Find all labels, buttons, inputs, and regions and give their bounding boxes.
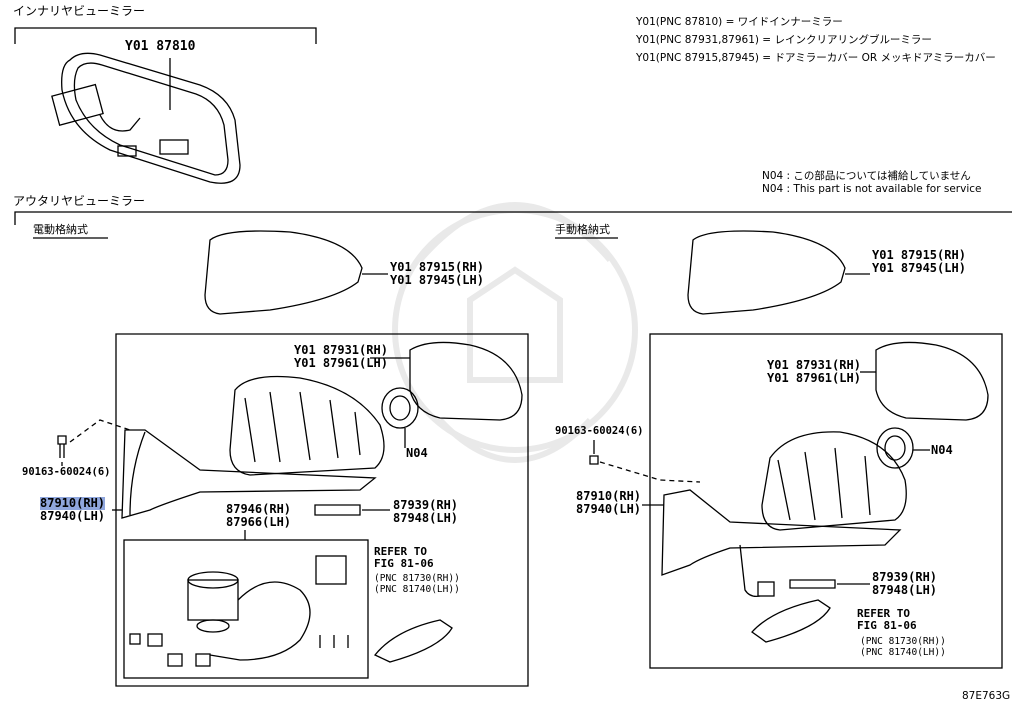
left-assembly-box — [115, 333, 529, 687]
label-right-refer-pnc[interactable]: (PNC 81730(RH)) (PNC 81740(LH)) — [860, 636, 946, 658]
label-right-lamp[interactable]: 87939(RH) 87948(LH) — [872, 570, 938, 597]
right-mirror-cover — [687, 230, 846, 315]
right-turn-signal — [751, 599, 831, 643]
label-left-cover[interactable]: Y01 87915(RH) Y01 87945(LH) — [390, 260, 484, 287]
right-screw — [589, 455, 599, 465]
left-motor-part — [129, 555, 349, 667]
label-right-glass[interactable]: Y01 87931(RH) Y01 87961(LH) — [767, 358, 861, 385]
right-mirror-glass — [875, 341, 989, 421]
left-turn-signal — [373, 619, 453, 663]
right-lamp-part — [789, 579, 836, 589]
label-inner-mirror[interactable]: Y01 87810 — [125, 39, 196, 54]
manual-fold-label: 手動格納式 — [555, 223, 610, 236]
outer-mirror-bracket — [14, 211, 1012, 225]
left-screw — [57, 435, 67, 458]
label-left-refer: REFER TO FIG 81-06 — [374, 545, 434, 570]
label-right-refer: REFER TO FIG 81-06 — [857, 607, 917, 632]
inner-mirror-bracket — [14, 27, 317, 44]
label-left-mirror-lh[interactable]: 87940(LH) — [40, 509, 106, 523]
note-n04-jp: N04 : この部品については補給していません — [762, 170, 971, 182]
inner-mirror-title: インナリヤビューミラー — [13, 4, 146, 18]
left-lamp-part — [314, 504, 361, 516]
inner-mirror-part — [51, 52, 241, 184]
label-left-mirror-rh[interactable]: 87910(RH) — [40, 496, 106, 510]
note-line-3: Y01(PNC 87915,87945) = ドアミラーカバー OR メッキドア… — [636, 52, 996, 64]
label-right-screw[interactable]: 90163-60024(6) — [555, 425, 644, 437]
note-line-1: Y01(PNC 87810) = ワイドインナーミラー — [636, 16, 843, 28]
left-mirror-cover — [204, 230, 363, 315]
right-assembly-box — [649, 333, 1003, 669]
left-mirror-housing — [121, 375, 385, 519]
label-right-mirror[interactable]: 87910(RH) 87940(LH) — [576, 489, 642, 516]
label-left-motor[interactable]: 87946(RH) 87966(LH) — [226, 502, 292, 529]
left-motor-box — [123, 539, 369, 679]
label-left-n04[interactable]: N04 — [406, 446, 428, 460]
note-line-2: Y01(PNC 87931,87961) = レインクリアリングブルーミラー — [636, 34, 932, 46]
label-left-refer-pnc[interactable]: (PNC 81730(RH)) (PNC 81740(LH)) — [374, 573, 460, 595]
right-actuator-n04 — [876, 427, 930, 469]
right-mirror-housing — [661, 431, 907, 598]
label-left-screw[interactable]: 90163-60024(6) — [22, 466, 111, 478]
watermark-emblem — [392, 202, 638, 463]
left-actuator-n04 — [381, 387, 419, 448]
label-right-cover[interactable]: Y01 87915(RH) Y01 87945(LH) — [872, 248, 966, 275]
figure-code: 87E763G — [962, 690, 1011, 702]
label-left-lamp[interactable]: 87939(RH) 87948(LH) — [393, 498, 459, 525]
left-mirror-glass — [409, 341, 523, 421]
power-fold-label: 電動格納式 — [33, 223, 88, 236]
label-left-glass[interactable]: Y01 87931(RH) Y01 87961(LH) — [294, 343, 388, 370]
outer-mirror-title: アウタリヤビューミラー — [13, 194, 146, 208]
label-right-n04[interactable]: N04 — [931, 443, 953, 457]
note-n04-en: N04 : This part is not available for ser… — [762, 183, 982, 195]
